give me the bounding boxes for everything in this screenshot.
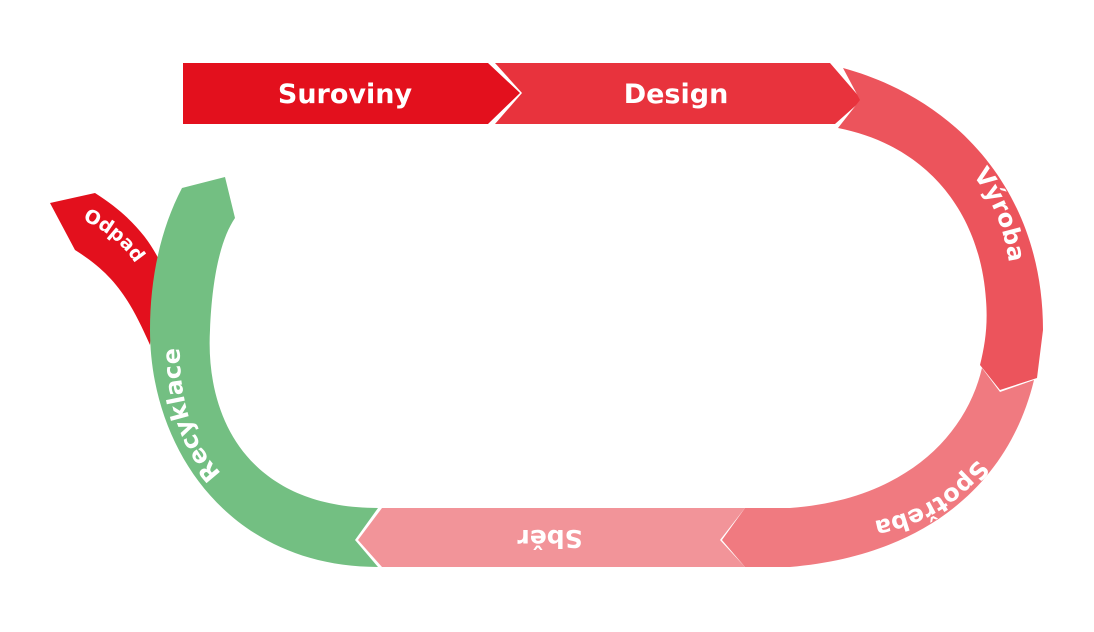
spotreba-arrow <box>722 368 1034 567</box>
sber-label: Sběr <box>517 524 583 553</box>
sber-arrow <box>358 508 745 567</box>
odpad-arrow <box>50 193 160 345</box>
design-label: Design <box>624 79 729 110</box>
design-arrow <box>495 63 862 124</box>
recyklace-arrow <box>150 177 378 567</box>
vyroba-arrow <box>838 68 1043 390</box>
suroviny-arrow <box>183 63 520 124</box>
suroviny-label: Suroviny <box>278 79 413 110</box>
